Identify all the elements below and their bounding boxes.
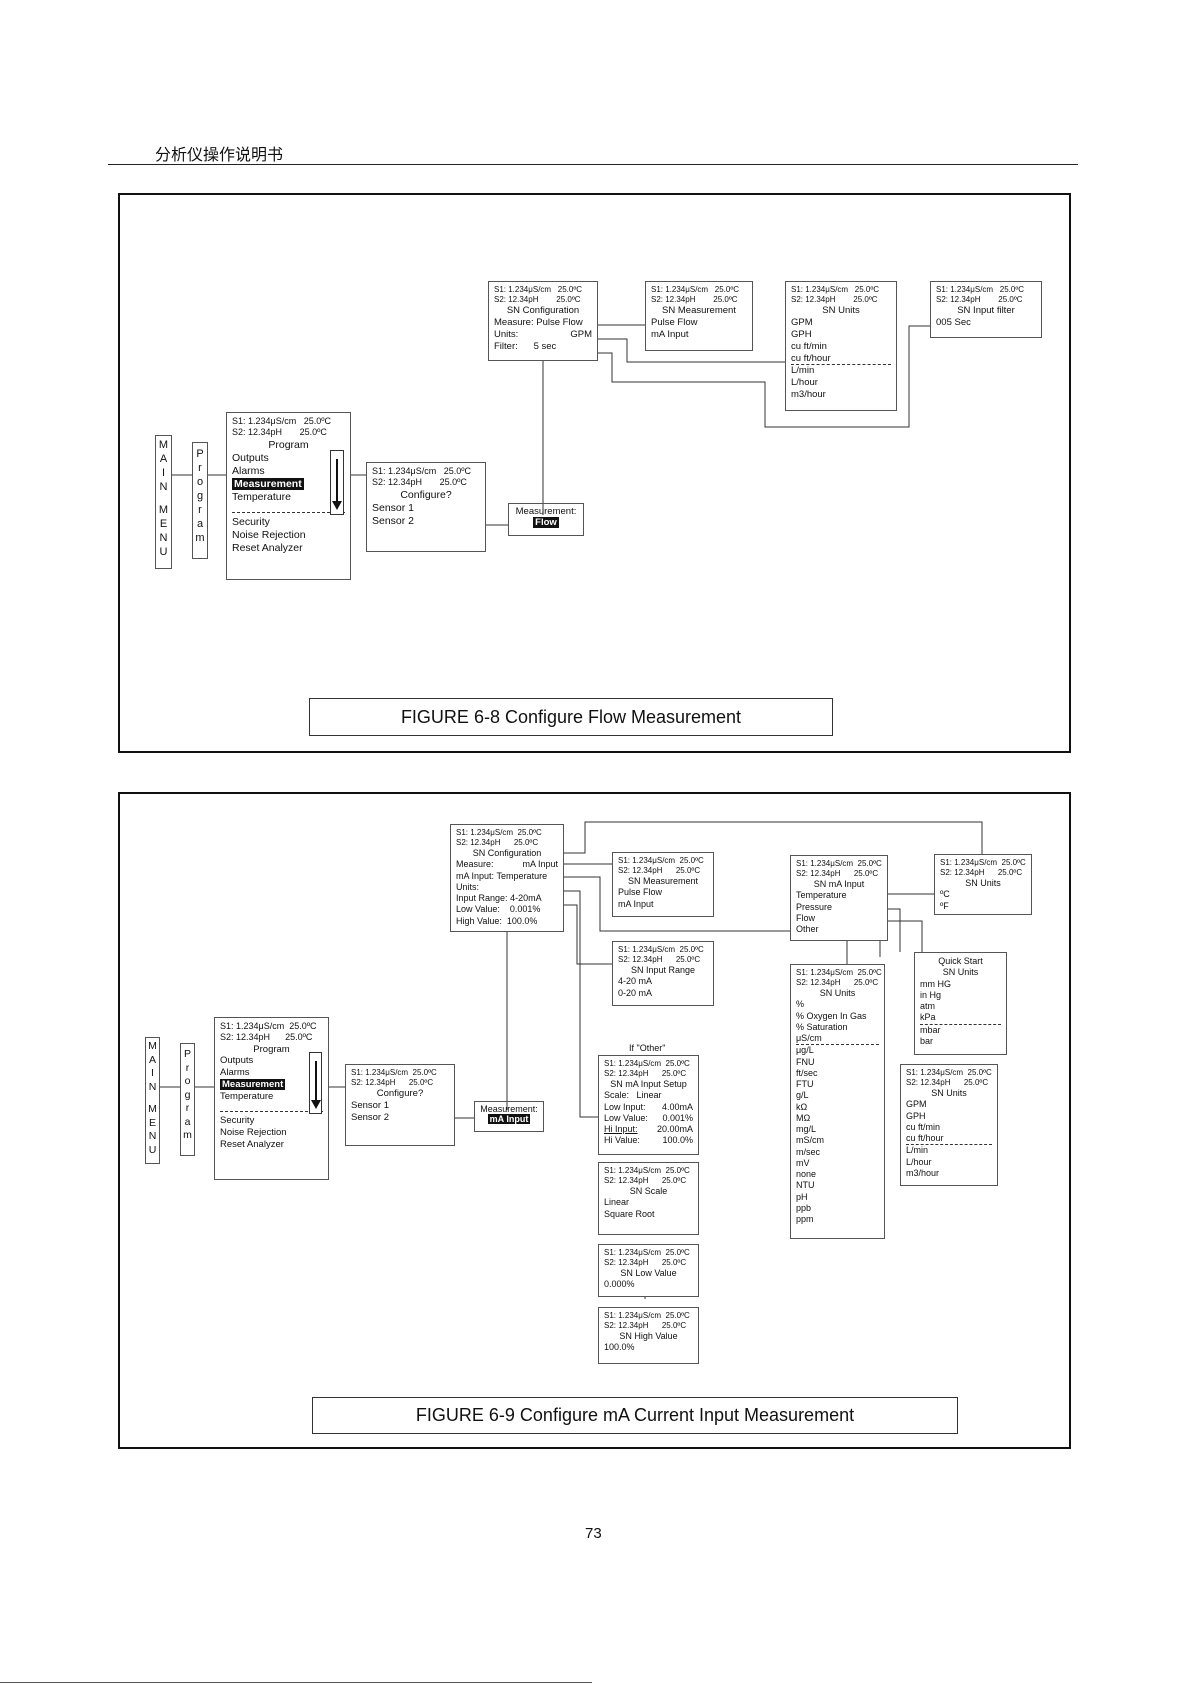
sensor-1-option[interactable]: Sensor 1 [372, 501, 415, 514]
if-other-label: If "Other" [629, 1043, 666, 1053]
sn-units-temperature-screen: S1: 1.234μS/cm 25.0ºC S2: 12.34pH 25.0ºC… [934, 854, 1032, 915]
sn-units-flow-screen: S1: 1.234μS/cm 25.0ºC S2: 12.34pH 25.0ºC… [900, 1064, 998, 1186]
measurement-ma-input-screen: Measurement: mA Input [474, 1101, 544, 1132]
page-number: 73 [585, 1525, 602, 1542]
sn-units-screen: S1: 1.234μS/cm 25.0ºC S2: 12.34pH 25.0ºC… [785, 281, 897, 411]
sn-configuration-screen-2: S1: 1.234μS/cm 25.0ºC S2: 12.34pH 25.0ºC… [450, 824, 564, 932]
sn-ma-input-setup-screen: S1: 1.234μS/cm 25.0ºC S2: 12.34pH 25.0ºC… [598, 1055, 699, 1155]
sn-measurement-screen: S1: 1.234μS/cm 25.0ºC S2: 12.34pH 25.0ºC… [645, 281, 753, 351]
footer-rule [0, 1682, 592, 1683]
sn-ma-input-screen: S1: 1.234μS/cm 25.0ºC S2: 12.34pH 25.0ºC… [790, 855, 888, 941]
sn-units-other-screen: S1: 1.234μS/cm 25.0ºC S2: 12.34pH 25.0ºC… [790, 964, 885, 1239]
program-menu-screen: S1: 1.234μS/cm 25.0ºC S2: 12.34pH 25.0ºC… [226, 412, 351, 580]
measurement-selected-2[interactable]: Measurement [220, 1079, 286, 1091]
ma-input-selected[interactable]: mA Input [487, 1114, 531, 1124]
sn-low-value-screen: S1: 1.234μS/cm 25.0ºC S2: 12.34pH 25.0ºC… [598, 1244, 699, 1297]
figure-6-9-frame [118, 792, 1071, 1449]
scroll-down-indicator-2 [309, 1052, 322, 1114]
sn-input-range-screen: S1: 1.234μS/cm 25.0ºC S2: 12.34pH 25.0ºC… [612, 941, 714, 1006]
configure-screen-2: S1: 1.234μS/cm 25.0ºC S2: 12.34pH 25.0ºC… [345, 1064, 455, 1146]
sn-configuration-screen: S1: 1.234μS/cm 25.0ºC S2: 12.34pH 25.0ºC… [488, 281, 598, 361]
figure-6-8-caption: FIGURE 6-8 Configure Flow Measurement [309, 698, 833, 736]
sn-high-value-screen: S1: 1.234μS/cm 25.0ºC S2: 12.34pH 25.0ºC… [598, 1307, 699, 1364]
figure-6-8-frame [118, 193, 1071, 753]
sn-measurement-screen-2: S1: 1.234μS/cm 25.0ºC S2: 12.34pH 25.0ºC… [612, 852, 714, 917]
document-header-title: 分析仪操作说明书 [155, 145, 284, 164]
header-rule [108, 164, 1078, 165]
sensor-2-option-2[interactable]: Sensor 2 [351, 1111, 390, 1123]
sn-scale-screen: S1: 1.234μS/cm 25.0ºC S2: 12.34pH 25.0ºC… [598, 1162, 699, 1235]
flow-selected[interactable]: Flow [533, 517, 559, 528]
measurement-selected[interactable]: Measurement [232, 477, 304, 490]
sensor-1-option-2[interactable]: Sensor 1 [351, 1099, 390, 1111]
sn-units-pressure-screen: Quick Start SN Units mm HG in Hg atm kPa… [914, 952, 1007, 1055]
scroll-down-indicator [330, 450, 344, 515]
sensor-2-option[interactable]: Sensor 2 [372, 514, 415, 527]
measurement-flow-screen: Measurement: Flow [508, 503, 584, 536]
configure-screen: S1: 1.234μS/cm 25.0ºC S2: 12.34pH 25.0ºC… [366, 462, 486, 552]
figure-6-9-caption: FIGURE 6-9 Configure mA Current Input Me… [312, 1397, 958, 1434]
sn-input-filter-screen: S1: 1.234μS/cm 25.0ºC S2: 12.34pH 25.0ºC… [930, 281, 1042, 338]
